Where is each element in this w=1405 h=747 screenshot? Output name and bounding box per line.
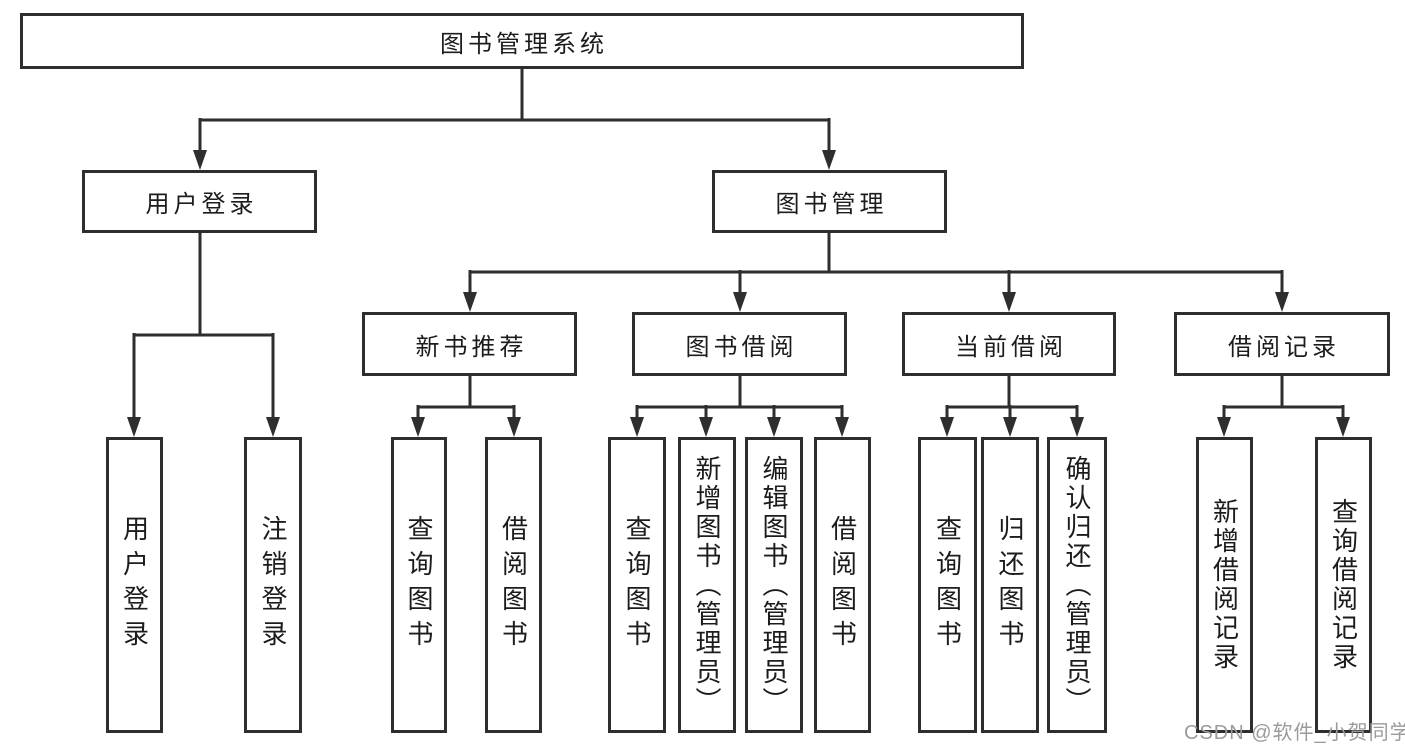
connector-records-to-leaves bbox=[1217, 376, 1350, 437]
connector-bookmgmt-to-level3 bbox=[463, 233, 1289, 312]
node-library-system: 图书管理系统 bbox=[20, 13, 1024, 69]
connector-current-to-leaves bbox=[940, 376, 1084, 437]
leaf-query-book-3: 查询图书 bbox=[918, 437, 977, 733]
node-book-management: 图书管理 bbox=[712, 170, 947, 233]
node-current-borrow: 当前借阅 bbox=[902, 312, 1116, 376]
leaf-confirm-return-admin: 确认归还（管理员） bbox=[1047, 437, 1107, 733]
connector-newbooks-to-leaves bbox=[411, 376, 521, 437]
leaf-borrow-book-1: 借阅图书 bbox=[485, 437, 542, 733]
leaf-user-login: 用户登录 bbox=[106, 437, 163, 733]
node-new-book-recommend: 新书推荐 bbox=[362, 312, 577, 376]
connector-userlogin-to-leaves bbox=[127, 233, 280, 437]
leaf-logout: 注销登录 bbox=[244, 437, 302, 733]
leaf-add-book-admin: 新增图书（管理员） bbox=[678, 437, 736, 733]
leaf-borrow-book-2: 借阅图书 bbox=[814, 437, 871, 733]
leaf-add-borrow-record: 新增借阅记录 bbox=[1196, 437, 1253, 733]
leaf-query-book-2: 查询图书 bbox=[608, 437, 666, 733]
csdn-watermark: CSDN @软件_小贺同学 bbox=[1184, 722, 1405, 744]
node-user-login: 用户登录 bbox=[82, 170, 317, 233]
leaf-return-book: 归还图书 bbox=[981, 437, 1039, 733]
leaf-edit-book-admin: 编辑图书（管理员） bbox=[745, 437, 803, 733]
leaf-query-borrow-record: 查询借阅记录 bbox=[1315, 437, 1372, 733]
connector-borrow-to-leaves bbox=[630, 376, 849, 437]
leaf-query-book-1: 查询图书 bbox=[391, 437, 447, 733]
node-borrow-records: 借阅记录 bbox=[1174, 312, 1390, 376]
connector-root-to-level2 bbox=[193, 69, 836, 170]
node-book-borrow: 图书借阅 bbox=[632, 312, 847, 376]
